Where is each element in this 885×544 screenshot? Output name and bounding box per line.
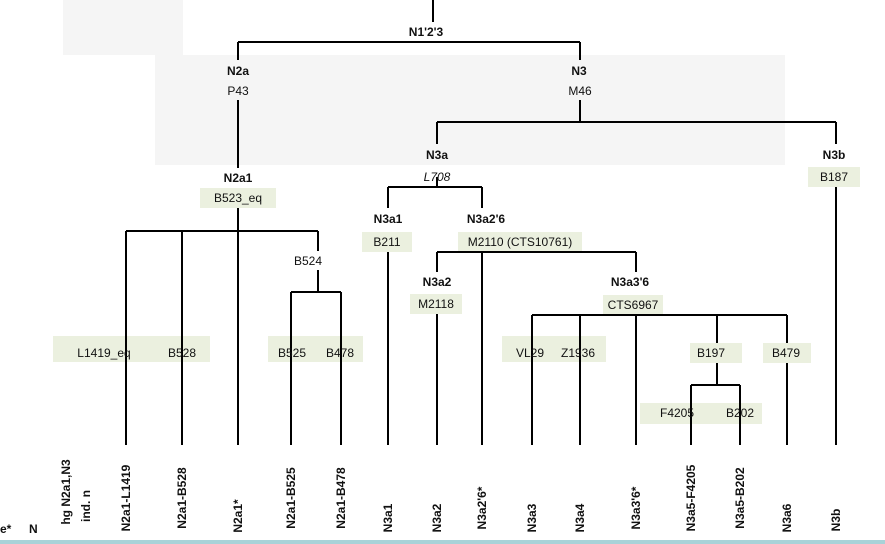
mutation-b479: B479 xyxy=(771,346,801,360)
background-band-left xyxy=(63,0,183,55)
mutation-m46: M46 xyxy=(568,84,592,98)
leaf-label: N3a2 xyxy=(430,503,444,533)
mutation-cts6967: CTS6967 xyxy=(607,298,659,312)
box-f4205-b202 xyxy=(640,403,762,424)
mutation-l1419: L1419_eq xyxy=(77,346,131,360)
mutation-b525: B525 xyxy=(277,346,307,360)
mutation-l708: L708 xyxy=(423,170,451,184)
leaf-label: N3b xyxy=(829,508,843,532)
mutation-p43: P43 xyxy=(227,84,249,98)
mutation-b523: B523_eq xyxy=(213,191,263,205)
node-n3: N3 xyxy=(571,64,587,78)
mutation-m2110: M2110 (CTS10761) xyxy=(467,235,573,249)
box-b525-b478 xyxy=(268,336,363,362)
leaf-label: N3a1 xyxy=(381,503,395,533)
footer-n-label: N xyxy=(29,522,38,536)
box-b211 xyxy=(362,232,412,252)
background-band-main xyxy=(155,55,785,165)
leaf-label: N2a1* xyxy=(231,499,245,533)
box-cts6967 xyxy=(603,295,663,315)
mutation-b202: B202 xyxy=(725,406,755,420)
leaf-label: N3a5-F4205 xyxy=(684,464,698,532)
box-m2110 xyxy=(458,232,582,252)
node-n3a2: N3a2 xyxy=(422,275,452,289)
mutation-b478: B478 xyxy=(325,346,355,360)
mutation-b211: B211 xyxy=(373,235,401,249)
mutation-b524: B524 xyxy=(293,254,323,268)
mutation-vl29: VL29 xyxy=(515,346,545,360)
node-n3b: N3b xyxy=(822,148,846,162)
mutation-z1936: Z1936 xyxy=(560,346,596,360)
box-l1419-b528 xyxy=(53,336,210,362)
mutation-b528: B528 xyxy=(167,346,197,360)
leaf-label: N3a3 xyxy=(525,503,539,533)
leaf-label: N3a6 xyxy=(780,503,794,533)
leaf-label: N3a3'6* xyxy=(629,486,643,530)
node-n2a1: N2a1 xyxy=(223,171,253,185)
node-n1-2-3: N1'2'3 xyxy=(408,25,444,39)
header-hg-label: hg N2a1,N3 xyxy=(59,459,73,525)
node-n3a2-6: N3a2'6 xyxy=(466,212,506,226)
box-m2118 xyxy=(410,294,462,314)
box-b187 xyxy=(808,167,860,187)
node-n3a: N3a xyxy=(425,148,449,162)
box-b197 xyxy=(690,343,742,363)
mutation-b187: B187 xyxy=(819,170,849,184)
mutation-f4205: F4205 xyxy=(659,406,695,420)
box-vl29-z1936 xyxy=(502,336,606,362)
node-n3a1: N3a1 xyxy=(373,212,403,226)
leaf-label: N2a1-B478 xyxy=(334,467,348,529)
node-n2a: N2a xyxy=(226,64,250,78)
leaf-label: N2a1-B525 xyxy=(284,467,298,529)
node-n3a3-6: N3a3'6 xyxy=(610,275,650,289)
header-ind-label: ind. n xyxy=(79,490,93,522)
leaf-label: N3a5-B202 xyxy=(733,467,747,529)
label-boxes xyxy=(53,167,860,424)
box-b523 xyxy=(200,188,276,208)
leaf-label: N2a1-B528 xyxy=(175,467,189,529)
box-b479 xyxy=(763,343,811,363)
mutation-b197: B197 xyxy=(696,346,726,360)
tree-lines xyxy=(125,0,837,445)
leaf-label: N3a4 xyxy=(573,503,587,533)
mutation-m2118: M2118 xyxy=(418,297,454,311)
footer-left-label: e* xyxy=(0,522,12,536)
bottom-rule xyxy=(0,540,885,544)
leaf-label: N2a1-L1419 xyxy=(119,464,133,532)
leaf-label: N3a2'6* xyxy=(475,486,489,530)
